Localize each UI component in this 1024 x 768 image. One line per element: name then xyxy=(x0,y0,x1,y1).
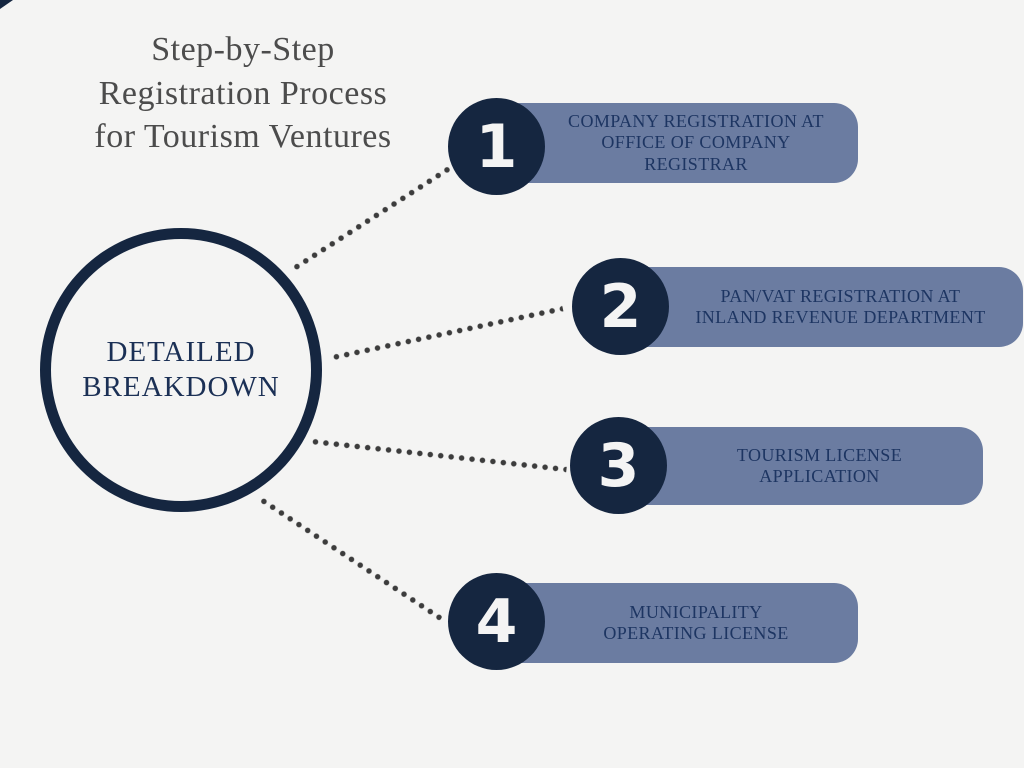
step-1-label: COMPANY REGISTRATION AT OFFICE OF COMPAN… xyxy=(496,111,858,175)
step-4-number: 4 xyxy=(475,586,518,657)
hub-label-line-2: BREAKDOWN xyxy=(82,371,280,403)
step-1-number: 1 xyxy=(475,111,518,182)
step-1-label-line-1: COMPANY REGISTRATION AT xyxy=(568,111,824,132)
step-1-number-badge: 1 xyxy=(448,98,545,195)
connector-dotted-line-4 xyxy=(259,496,444,622)
step-4-label-line-1: MUNICIPALITY xyxy=(629,601,763,622)
step-4-label: MUNICIPALITY OPERATING LICENSE xyxy=(496,602,858,644)
step-2-number-badge: 2 xyxy=(572,258,669,355)
title-line-3: for Tourism Ventures xyxy=(94,118,392,156)
step-3-label-bar: TOURISM LICENSE APPLICATION xyxy=(618,427,983,505)
step-1-label-line-2: OFFICE OF COMPANY xyxy=(601,132,791,153)
step-2-label-line-1: PAN/VAT REGISTRATION AT xyxy=(720,285,961,306)
step-2-label: PAN/VAT REGISTRATION AT INLAND REVENUE D… xyxy=(620,286,1023,328)
step-4-number-badge: 4 xyxy=(448,573,545,670)
step-2-number: 2 xyxy=(599,271,642,342)
hub-label-line-1: DETAILED xyxy=(106,336,256,369)
connector-dotted-line-1 xyxy=(292,165,452,272)
step-4-label-line-2: OPERATING LICENSE xyxy=(603,623,789,643)
hub-label: DETAILED BREAKDOWN xyxy=(82,335,280,405)
step-3-label-line-1: TOURISM LICENSE xyxy=(736,444,903,465)
step-3-label-line-2: APPLICATION xyxy=(759,466,880,486)
step-3-number-badge: 3 xyxy=(570,417,667,514)
connector-dotted-line-2 xyxy=(332,305,564,361)
step-4-label-bar: MUNICIPALITY OPERATING LICENSE xyxy=(496,583,858,663)
step-1-label-bar: COMPANY REGISTRATION AT OFFICE OF COMPAN… xyxy=(496,103,858,183)
step-2-label-line-2: INLAND REVENUE DEPARTMENT xyxy=(695,307,986,327)
hub-circle: DETAILED BREAKDOWN xyxy=(40,228,322,512)
step-3-number: 3 xyxy=(597,430,640,501)
connector-dotted-line-3 xyxy=(311,438,567,474)
page-title: Step-by-Step Registration Process for To… xyxy=(53,28,433,159)
title-line-2: Registration Process xyxy=(98,74,388,112)
step-2-label-bar: PAN/VAT REGISTRATION AT INLAND REVENUE D… xyxy=(620,267,1023,347)
step-1-label-line-3: REGISTRAR xyxy=(644,153,748,174)
title-line-1: Step-by-Step xyxy=(151,31,335,68)
corner-accent xyxy=(0,0,13,9)
step-3-label: TOURISM LICENSE APPLICATION xyxy=(618,445,983,487)
